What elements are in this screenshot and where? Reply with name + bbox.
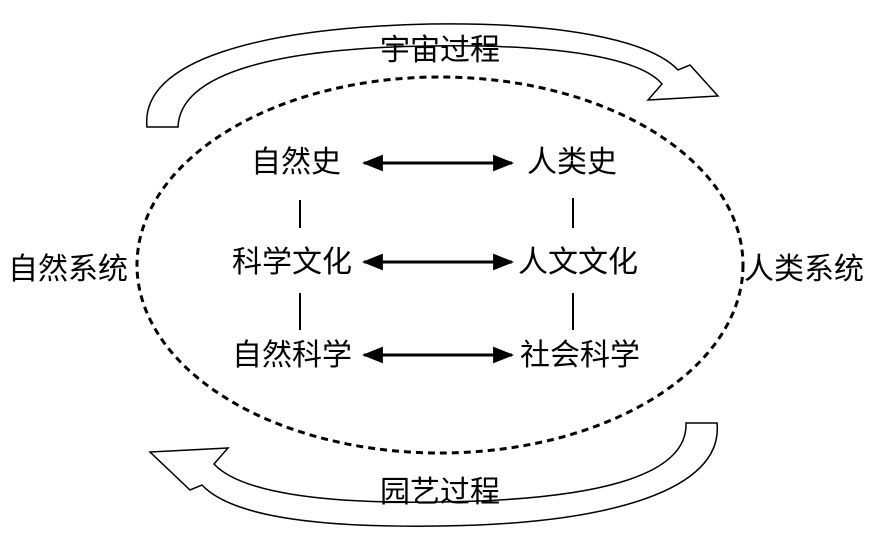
- node-scientific-culture: 科学文化: [232, 245, 352, 280]
- left-system-label: 自然系统: [8, 252, 128, 287]
- node-human-history: 人类史: [527, 145, 617, 180]
- node-natural-history: 自然史: [251, 145, 341, 180]
- node-social-science: 社会科学: [520, 338, 640, 373]
- bottom-process-label: 园艺过程: [380, 475, 500, 510]
- top-process-label: 宇宙过程: [380, 33, 500, 68]
- top-curved-arrow: [146, 23, 720, 128]
- dashed-ellipse: [135, 75, 745, 455]
- right-system-label: 人类系统: [744, 252, 864, 287]
- node-natural-science: 自然科学: [232, 338, 352, 373]
- bottom-curved-arrow: [148, 422, 718, 527]
- node-humanistic-culture: 人文文化: [518, 245, 638, 280]
